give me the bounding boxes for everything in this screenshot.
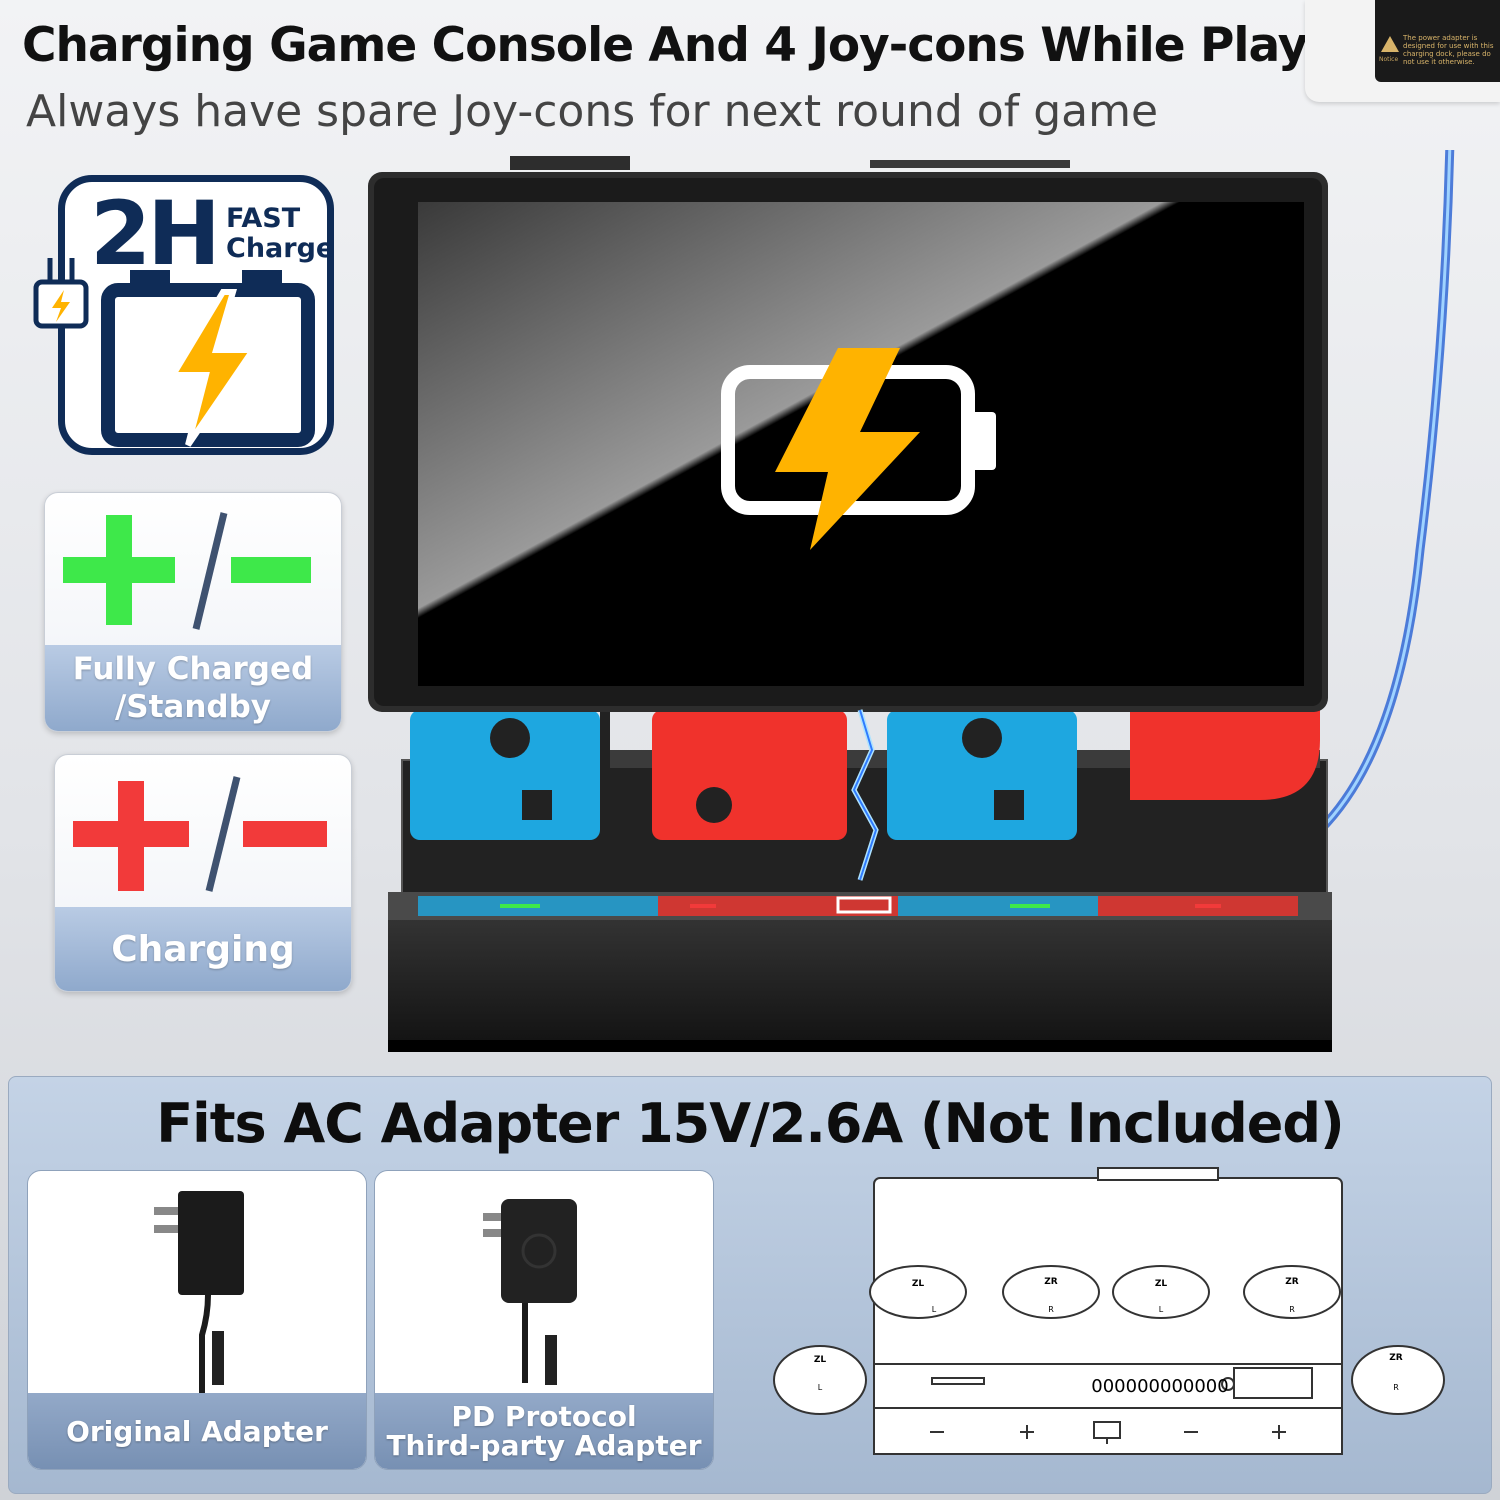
headline: Charging Game Console And 4 Joy-cons Whi… [22,18,1389,73]
status-label-fully-charged: Fully Charged /Standby [45,645,341,731]
console-dock-illustration [368,150,1455,1052]
notice-text: Notice [1379,56,1399,63]
notice-body: The power adapter is designed for use wi… [1403,34,1494,66]
warning-icon [1381,36,1399,52]
joycon-side-3: L [1159,1305,1164,1314]
vent-label: 000000000000 [1091,1376,1228,1397]
plus-minus-icon-green [63,512,311,630]
original-adapter-image [154,1191,244,1395]
joycon-tag-2: ZR [1044,1277,1058,1287]
fast-charge-line2: Charge [226,233,335,264]
fast-charge-2h: 2H [90,182,221,285]
joycon-tag-3: ZL [1155,1279,1168,1289]
joycon-side-4: R [1289,1305,1295,1314]
side-tag-left-b: L [818,1383,823,1392]
fast-charge-text: FAST Charge [226,204,334,264]
adapter-compatibility-title: Fits AC Adapter 15V/2.6A (Not Included) [156,1092,1344,1155]
battery-bolt-icon [33,258,315,447]
subheadline: Always have spare Joy-cons for next roun… [26,86,1159,137]
joycon-tag-4: ZR [1285,1277,1299,1287]
adapter-label-original: Original Adapter [28,1393,366,1469]
pd-adapter-image [483,1199,577,1385]
joycon-tag-1: ZL [912,1279,925,1289]
side-tag-right: ZR [1389,1353,1403,1363]
adapter-notice-box: Notice The power adapter is designed for… [1305,0,1500,102]
status-label-charging: Charging [55,907,351,991]
adapter-card-original: Original Adapter [27,1170,367,1470]
side-tag-left: ZL [814,1355,827,1365]
joycon-side-1: L [932,1305,937,1314]
fast-charge-line1: FAST [226,203,301,234]
dock-line-diagram: ZL ZR ZL ZR L R L R ZL ZR L R 0000000000… [773,1167,1445,1455]
side-tag-right-b: R [1393,1383,1399,1392]
joycon-side-2: R [1048,1305,1054,1314]
status-card-fully-charged: Fully Charged /Standby [44,492,342,732]
adapter-card-pd: PD Protocol Third-party Adapter [374,1170,714,1470]
plus-minus-icon-red [73,776,327,892]
adapter-label-pd: PD Protocol Third-party Adapter [375,1393,713,1469]
status-card-charging: Charging [54,754,352,992]
adapter-brick: Notice The power adapter is designed for… [1375,0,1500,82]
